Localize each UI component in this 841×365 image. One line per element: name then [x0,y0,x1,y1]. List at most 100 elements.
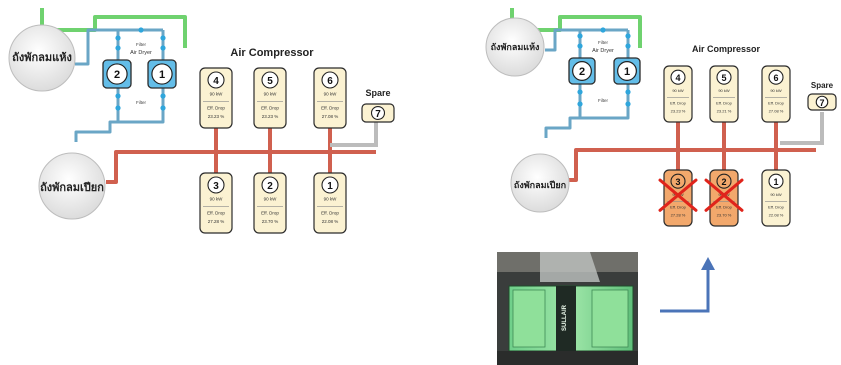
compressor-number: 4 [213,76,219,87]
compressor-number: 2 [267,181,273,192]
compressor-eff-value: 23.23 % [262,114,279,119]
compressor-number: 2 [721,177,726,187]
compressor-eff-label: Eff. Drop [207,210,225,215]
dryer-number-badge [106,63,128,85]
compressor-number-badge [768,173,784,189]
compressor-eff-value: 22.08 % [322,219,339,224]
filter-dot [625,43,631,49]
air-compressor-title: Air Compressor [692,44,761,54]
air-compressor-title: Air Compressor [230,47,314,59]
compressor-number: 3 [675,177,680,187]
compressor-number: 1 [327,181,333,192]
compressor-number-badge [716,173,732,189]
dryer-number: 1 [159,69,165,81]
compressor-eff-label: Eff. Drop [321,210,339,215]
compressor-eff-value: 23.23 % [671,108,686,113]
filter-dot [625,33,631,39]
compressor-number: 6 [773,73,778,83]
wet-air-tank [510,153,570,213]
removed-cross-mark [658,178,698,212]
dryer-number-badge [572,61,592,81]
filter-dot [115,93,121,99]
spare-label: Spare [811,81,834,90]
arrow-shaft [660,268,710,313]
compressor-eff-value: 27.08 % [322,114,339,119]
filter-dot [115,45,121,51]
compressor-eff-label: Eff. Drop [261,210,279,215]
dryer-top-filter-label: Filter [598,40,609,45]
compressor-number-badge [670,69,686,85]
spare-number-badge [815,95,829,109]
air-dryer-label: Air Dryer [592,48,614,54]
compressor-power: 90 kW [324,197,338,202]
compressor-eff-value: 22.08 % [769,212,784,217]
compressor-power: 90 kW [324,92,338,97]
machine-brand-text: SULLAIR [562,304,568,331]
compressor-number: 4 [675,73,680,83]
dryer-number-badge [151,63,173,85]
compressor-unit-6: 6 90 kW Eff. Drop 27.08 % [313,67,347,129]
compressor-eff-label: Eff. Drop [768,205,784,210]
dryer-number: 2 [114,69,120,81]
compressor-number-badge [207,71,225,89]
dryer-number-badge [617,61,637,81]
photo-duct [540,252,600,282]
filter-dot [625,101,631,107]
compressor-number: 3 [213,181,219,192]
wet-air-tank-label: ถังพักลมเปียก [514,180,566,190]
dryer-number: 1 [624,66,630,78]
compressor-eff-value: 27.28 % [671,212,686,217]
compressor-power: 90 kW [770,88,782,93]
compressor-power: 90 kW [770,192,782,197]
compressed-air-header-pipe [566,148,816,182]
compressor-number: 5 [721,73,726,83]
compressor-number-badge [670,173,686,189]
wet-air-tank-label: ถังพักลมเปียก [40,181,104,194]
dry-air-tank [8,24,76,92]
compressor-unit-1: 1 90 kW Eff. Drop 22.08 % [313,172,347,234]
compressor-eff-value: 23.70 % [717,212,732,217]
spare-pipe [330,122,378,147]
compressor-number: 6 [327,76,333,87]
dryer-bottom-filter-label: Filter [598,98,609,103]
dry-air-tank-label: ถังพักลมแห้ง [12,51,72,64]
machine-center-strip [556,286,576,351]
compressor-power: 90 kW [210,92,224,97]
compressor-power: 90 kW [672,88,684,93]
compressor-power: 90 kW [264,92,278,97]
compressor-unit-4: 4 90 kW Eff. Drop 23.23 % [663,65,693,123]
filter-dot [115,105,121,111]
compressor-eff-label: Eff. Drop [670,101,686,106]
dry-air-tank-label: ถังพักลมแห้ง [491,42,540,52]
compressor-photo: SULLAIR [497,252,638,365]
air-dryer-label: Air Dryer [130,50,152,56]
spare-number-badge [370,105,386,121]
compressor-number-badge [261,176,279,194]
compressor-eff-label: Eff. Drop [768,101,784,106]
spare-pipe [780,112,824,145]
upgrade-arrow [660,257,715,313]
arrow-head [701,257,715,270]
compressor-eff-value: 23.23 % [208,114,225,119]
compressor-number-badge [261,71,279,89]
compressor-eff-label: Eff. Drop [261,105,279,110]
dryer-number: 2 [579,66,585,78]
compressor-number-badge [716,69,732,85]
compressor-eff-value: 27.28 % [208,219,225,224]
machine-panel-right [591,289,629,348]
filter-dot [577,89,583,95]
filter-dot [160,35,166,41]
compressor-power: 90 kW [718,88,730,93]
filter-dot [625,89,631,95]
compressor-eff-label: Eff. Drop [321,105,339,110]
compressed-air-header-pipe [106,150,376,184]
